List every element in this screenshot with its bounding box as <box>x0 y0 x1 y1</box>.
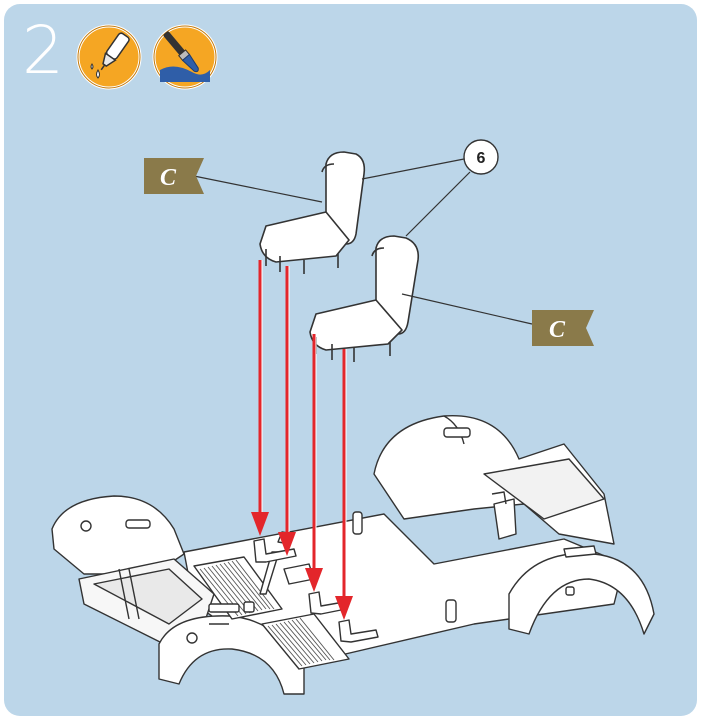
instruction-panel: 2 <box>4 4 697 716</box>
glue-dropper-icon <box>76 24 142 90</box>
install-arrow-4 <box>335 349 353 620</box>
paint-flag-label: C <box>549 317 566 343</box>
quantity-callout-number: 6 <box>477 150 486 167</box>
paint-brush-icon <box>152 24 218 90</box>
paint-flag-label: C <box>160 165 177 191</box>
install-arrow-1 <box>251 260 269 536</box>
install-arrow-3 <box>305 334 323 592</box>
seat-part-2 <box>309 235 420 362</box>
chassis-drawing <box>51 415 655 695</box>
leader-lines <box>193 158 533 325</box>
paint-flag-2: C <box>532 310 594 346</box>
install-arrows <box>251 260 353 620</box>
seat-part-1 <box>259 151 366 274</box>
install-arrow-2 <box>278 266 296 556</box>
step-number: 2 <box>22 12 64 89</box>
assembly-illustration: 6 C C <box>51 139 655 695</box>
quantity-callout: 6 <box>463 139 499 175</box>
paint-flag-1: C <box>144 158 204 194</box>
